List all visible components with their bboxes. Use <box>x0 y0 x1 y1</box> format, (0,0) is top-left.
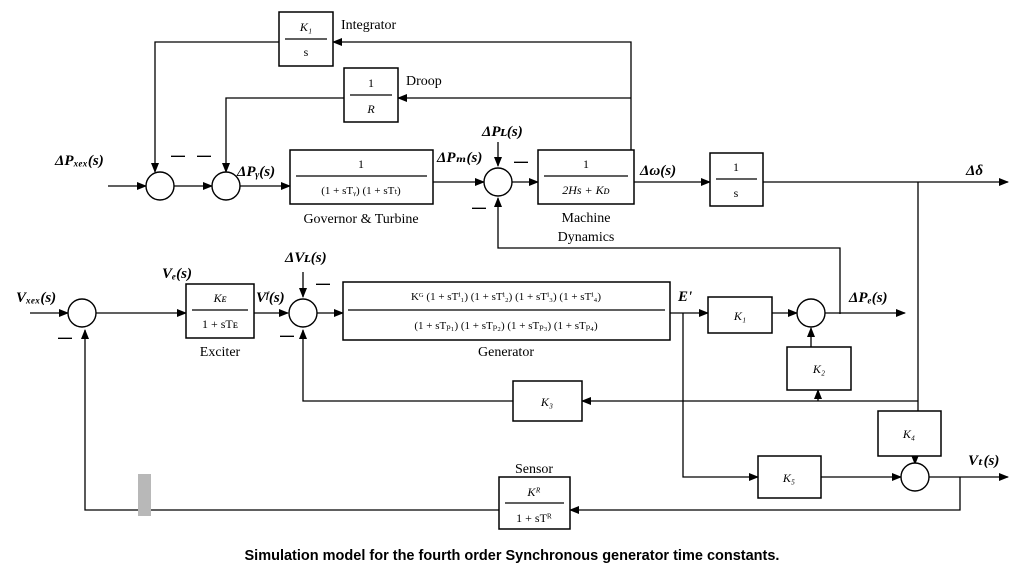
signal-p-e: ΔPₑ(s) <box>848 290 888 306</box>
minus-sign-integrator: — <box>171 147 185 163</box>
generator-label: Generator <box>478 345 534 360</box>
exciter-block <box>185 283 255 339</box>
signal-v-t: Vₜ(s) <box>968 453 999 469</box>
machine-dynamics-block <box>537 149 635 205</box>
k5-block <box>757 455 822 499</box>
machine-label-line2: Dynamics <box>558 230 615 245</box>
signal-v-ref: Vₓₑₓ(s) <box>16 290 56 306</box>
minus-sign-droop: — <box>197 147 211 163</box>
governor-den-text: (1 + sTᵧ) (1 + sTₜ) <box>321 185 401 197</box>
minus-sign-sensor: — <box>58 329 72 345</box>
figure-caption: Simulation model for the fourth order Sy… <box>244 548 780 564</box>
governor-label: Governor & Turbine <box>303 212 418 227</box>
exciter-num-text: Kᴇ <box>213 291 227 305</box>
integrator-gain-text: K₁ <box>299 20 312 34</box>
signal-delta: Δδ <box>965 163 983 179</box>
exciter-label: Exciter <box>200 345 241 360</box>
minus-sign-load: — <box>514 153 528 169</box>
angle-num-text: 1 <box>733 160 739 174</box>
sum-junction-terminal-voltage <box>900 462 930 492</box>
generator-den-text: (1 + sTₚ₁) (1 + sTₚ₂) (1 + sTₚ₃) (1 + sT… <box>414 320 598 332</box>
k2-block <box>786 346 852 391</box>
sensor-num-text: Kᴿ <box>526 485 540 499</box>
exciter-den-text: 1 + sTᴇ <box>202 317 238 331</box>
signal-p-m: ΔPₘ(s) <box>436 150 482 166</box>
angle-den-text: s <box>734 186 739 200</box>
generator-block <box>342 281 671 341</box>
sensor-den-text: 1 + sTᴿ <box>516 511 552 525</box>
sum-junction-electrical-power <box>796 298 826 328</box>
droop-den-text: R <box>366 102 375 116</box>
k1-block <box>707 296 773 334</box>
signal-omega: Δω(s) <box>639 163 676 179</box>
signal-v-f: Vᶠ(s) <box>256 290 285 306</box>
minus-sign-vl: — <box>316 275 330 291</box>
signal-p-g: ΔPᵧ(s) <box>236 164 275 180</box>
signal-p-ref: ΔPₓₑₓ(s) <box>54 153 104 169</box>
governor-turbine-block <box>289 149 434 205</box>
generator-num-text: Kᴳ (1 + sTⁱ₁) (1 + sTⁱ₂) (1 + sTⁱ₃) (1 +… <box>411 291 601 303</box>
signal-v-e: Vₑ(s) <box>162 266 192 282</box>
signal-p-l: ΔPʟ(s) <box>481 124 523 140</box>
minus-sign-electrical: — <box>472 199 486 215</box>
sum-junction-voltage-ref <box>67 298 97 328</box>
integrator-label: Integrator <box>341 18 397 33</box>
k2-text: K₂ <box>812 362 825 376</box>
k4-block <box>877 410 942 457</box>
governor-num-text: 1 <box>358 157 364 171</box>
integrator-den-text: s <box>304 45 309 59</box>
signal-v-l: ΔVʟ(s) <box>284 250 327 266</box>
minus-sign-k3: — <box>280 327 294 343</box>
sum-junction-reference <box>145 171 175 201</box>
droop-label: Droop <box>406 74 442 89</box>
machine-den-text: 2Hs + Kᴅ <box>562 183 610 197</box>
k3-block <box>512 380 583 422</box>
sensor-label: Sensor <box>515 462 553 477</box>
grey-marker <box>138 474 151 516</box>
sum-junction-governor <box>211 171 241 201</box>
k1-text: K₁ <box>733 309 746 323</box>
signal-e-prime: E' <box>677 289 692 305</box>
signal-lines <box>30 38 1009 514</box>
sum-junction-field <box>288 298 318 328</box>
sum-junction-load <box>483 167 513 197</box>
k5-text: K₅ <box>782 471 795 485</box>
k4-text: K₄ <box>902 427 915 441</box>
k3-text: K₃ <box>540 395 553 409</box>
droop-num-text: 1 <box>368 76 374 90</box>
machine-label-line1: Machine <box>562 211 611 226</box>
machine-num-text: 1 <box>583 157 589 171</box>
